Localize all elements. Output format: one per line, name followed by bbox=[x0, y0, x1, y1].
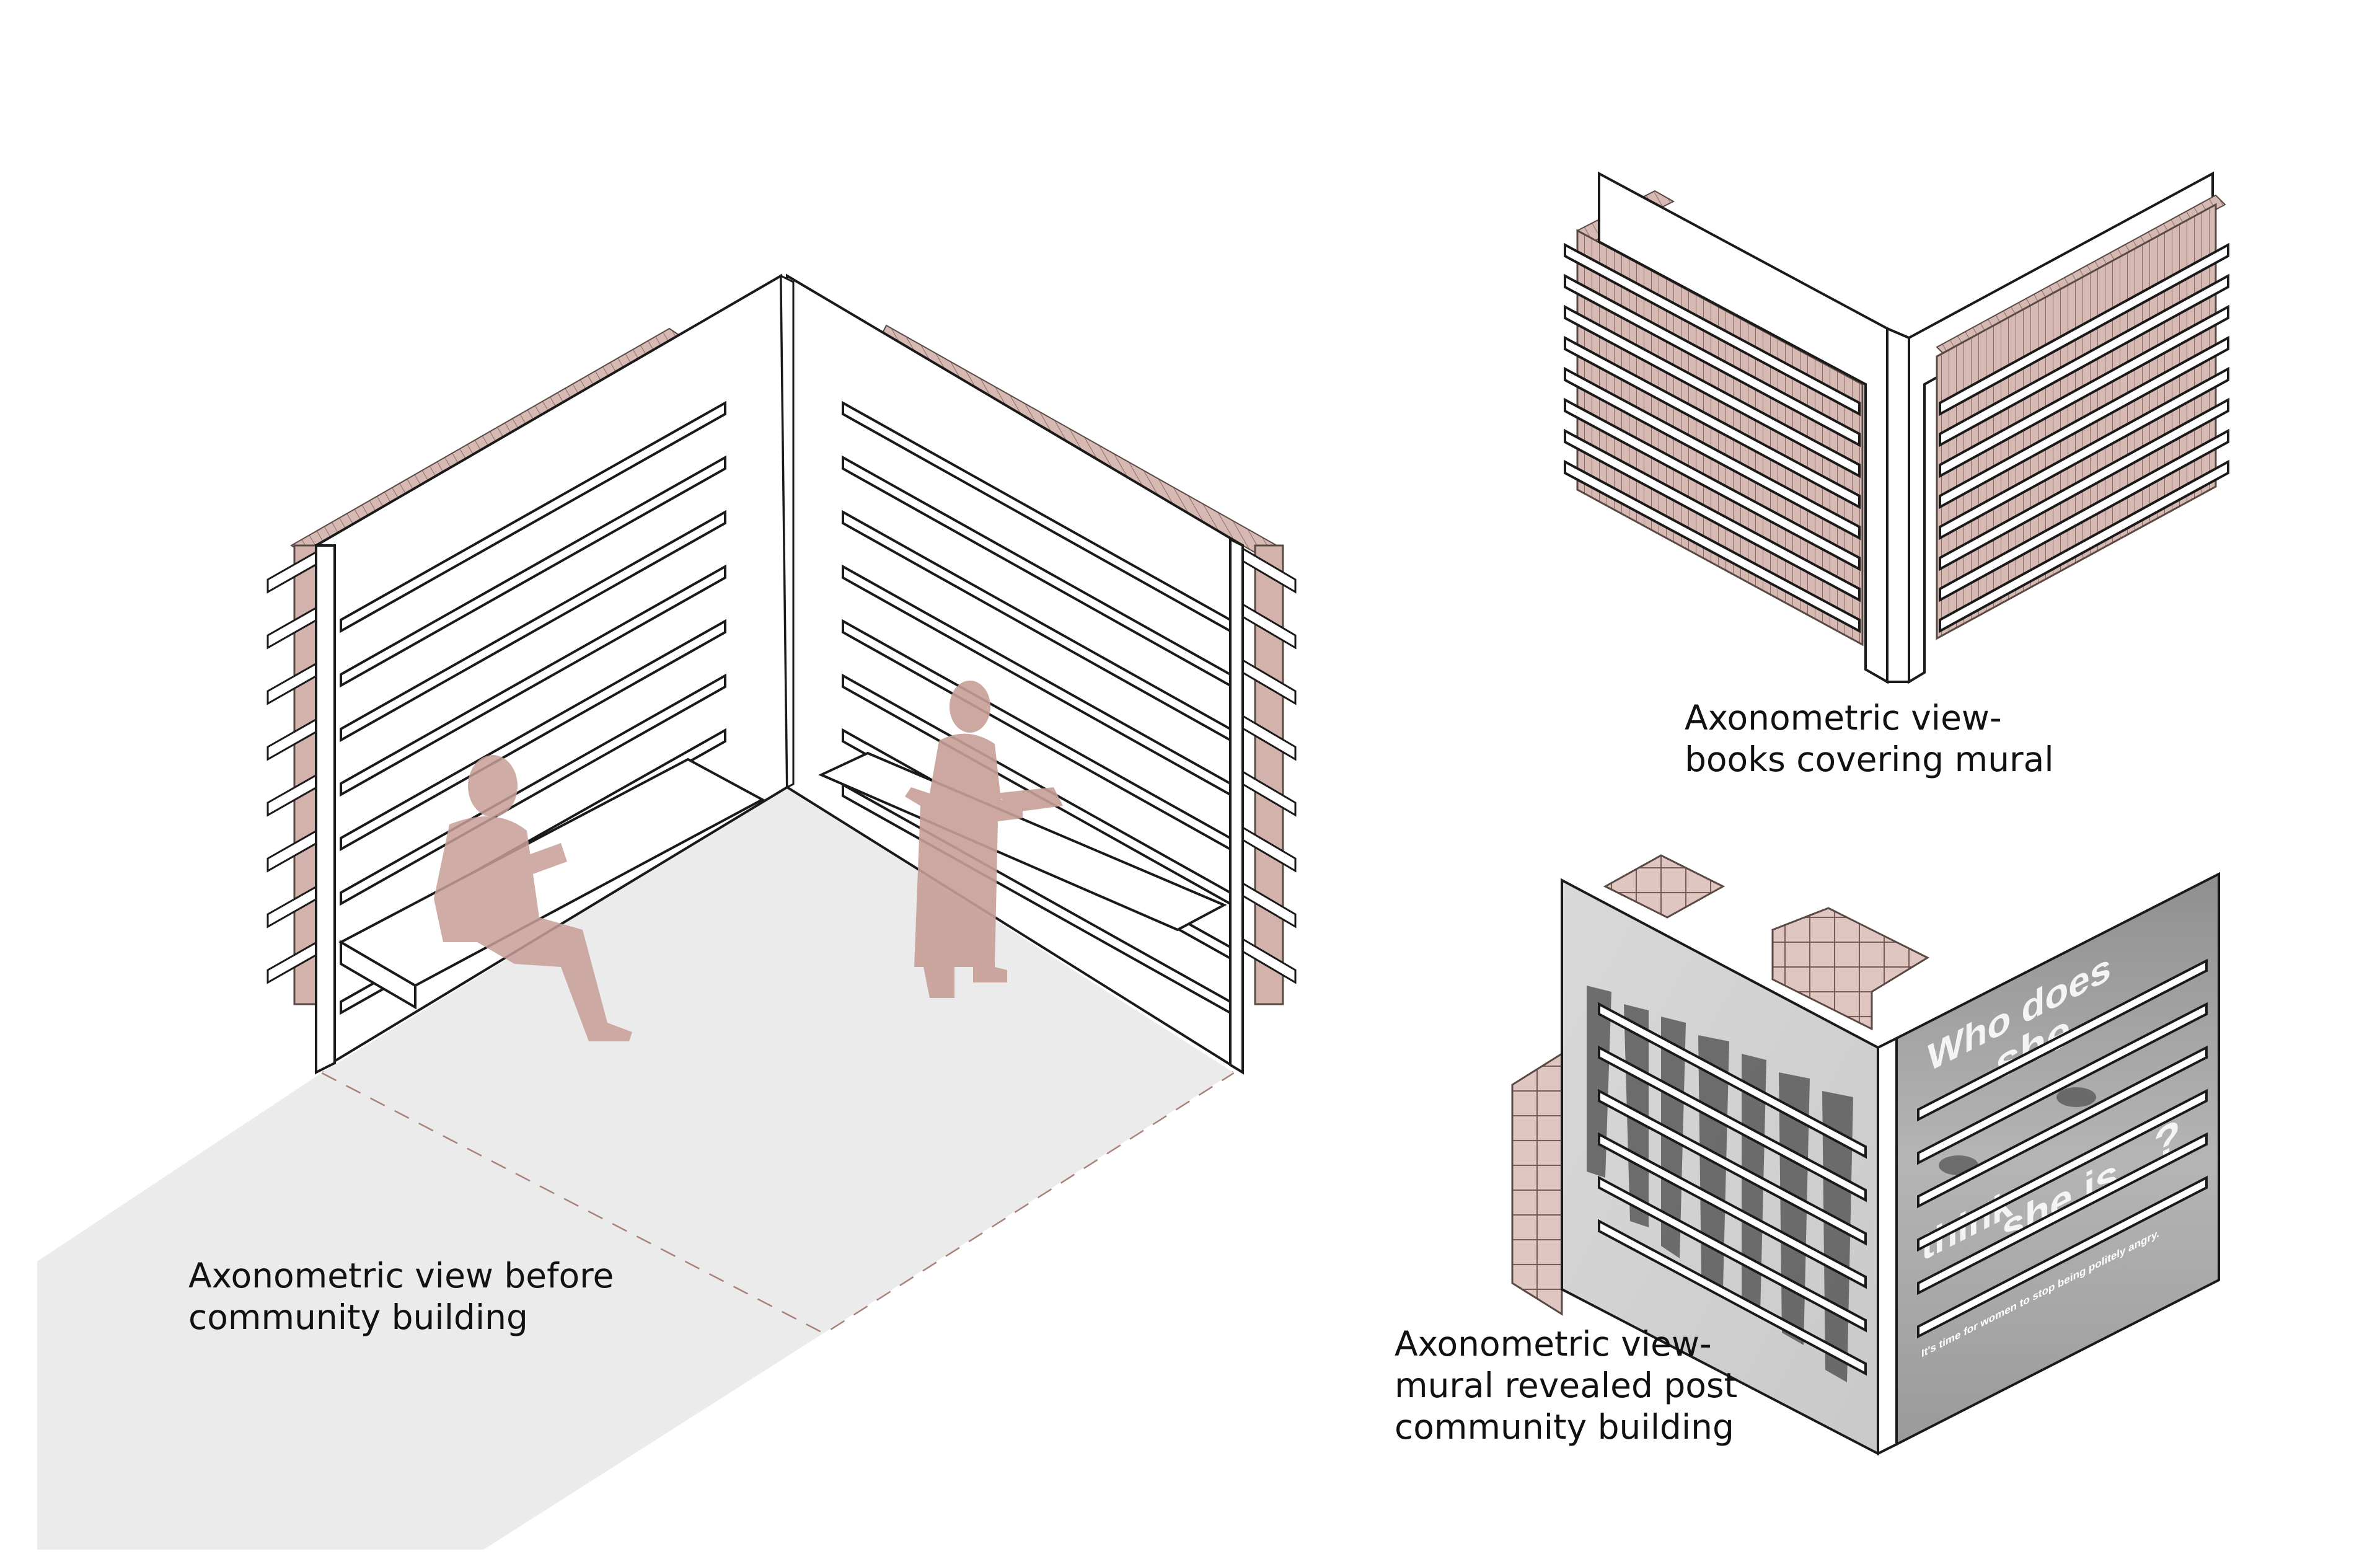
mural-brick-stack-top bbox=[1603, 854, 1726, 919]
caption-books-covering-mural: Axonometric view- books covering mural bbox=[1685, 697, 2054, 780]
standing-person-figure bbox=[905, 681, 1063, 998]
mural-brick-stack-back bbox=[1771, 907, 1930, 1031]
caption-line: community building bbox=[1395, 1407, 1734, 1447]
mural-left-shelves bbox=[1598, 1002, 1867, 1376]
caption-before-community-building: Axonometric view before community buildi… bbox=[188, 1255, 614, 1338]
left-wall-bench-edge bbox=[340, 940, 416, 1010]
caption-line: Axonometric view- bbox=[1685, 698, 2002, 738]
corner-cap bbox=[780, 274, 795, 789]
books-right-wall bbox=[1908, 171, 2214, 684]
mural-brick-stack-left bbox=[1511, 1052, 1563, 1316]
right-wall-outer-shelves bbox=[1241, 547, 1297, 984]
books-center-wall bbox=[1886, 326, 1910, 683]
mural-right-shelves bbox=[1917, 958, 2208, 1339]
right-wall-edge bbox=[1229, 537, 1244, 1075]
caption-line: community building bbox=[188, 1297, 528, 1337]
seated-person-figure bbox=[434, 755, 632, 1041]
caption-line: Axonometric view before bbox=[188, 1256, 614, 1296]
caption-line: mural revealed post bbox=[1395, 1366, 1738, 1405]
books-left-shelves bbox=[1564, 242, 1861, 633]
mural-center-edge bbox=[1877, 1036, 1898, 1456]
caption-line: Axonometric view- bbox=[1395, 1324, 1712, 1364]
caption-mural-revealed: Axonometric view- mural revealed post co… bbox=[1395, 1323, 1737, 1448]
left-wall-edge bbox=[315, 544, 336, 1075]
caption-line: books covering mural bbox=[1685, 739, 2054, 779]
room-floor bbox=[322, 787, 1233, 1333]
view-before-community-building bbox=[37, 273, 1297, 1550]
view-books-covering-mural bbox=[1564, 171, 2229, 684]
books-right-shelves bbox=[1939, 242, 2229, 633]
view-mural-revealed: Who does she think she is ? It's time fo… bbox=[1511, 854, 2220, 1456]
